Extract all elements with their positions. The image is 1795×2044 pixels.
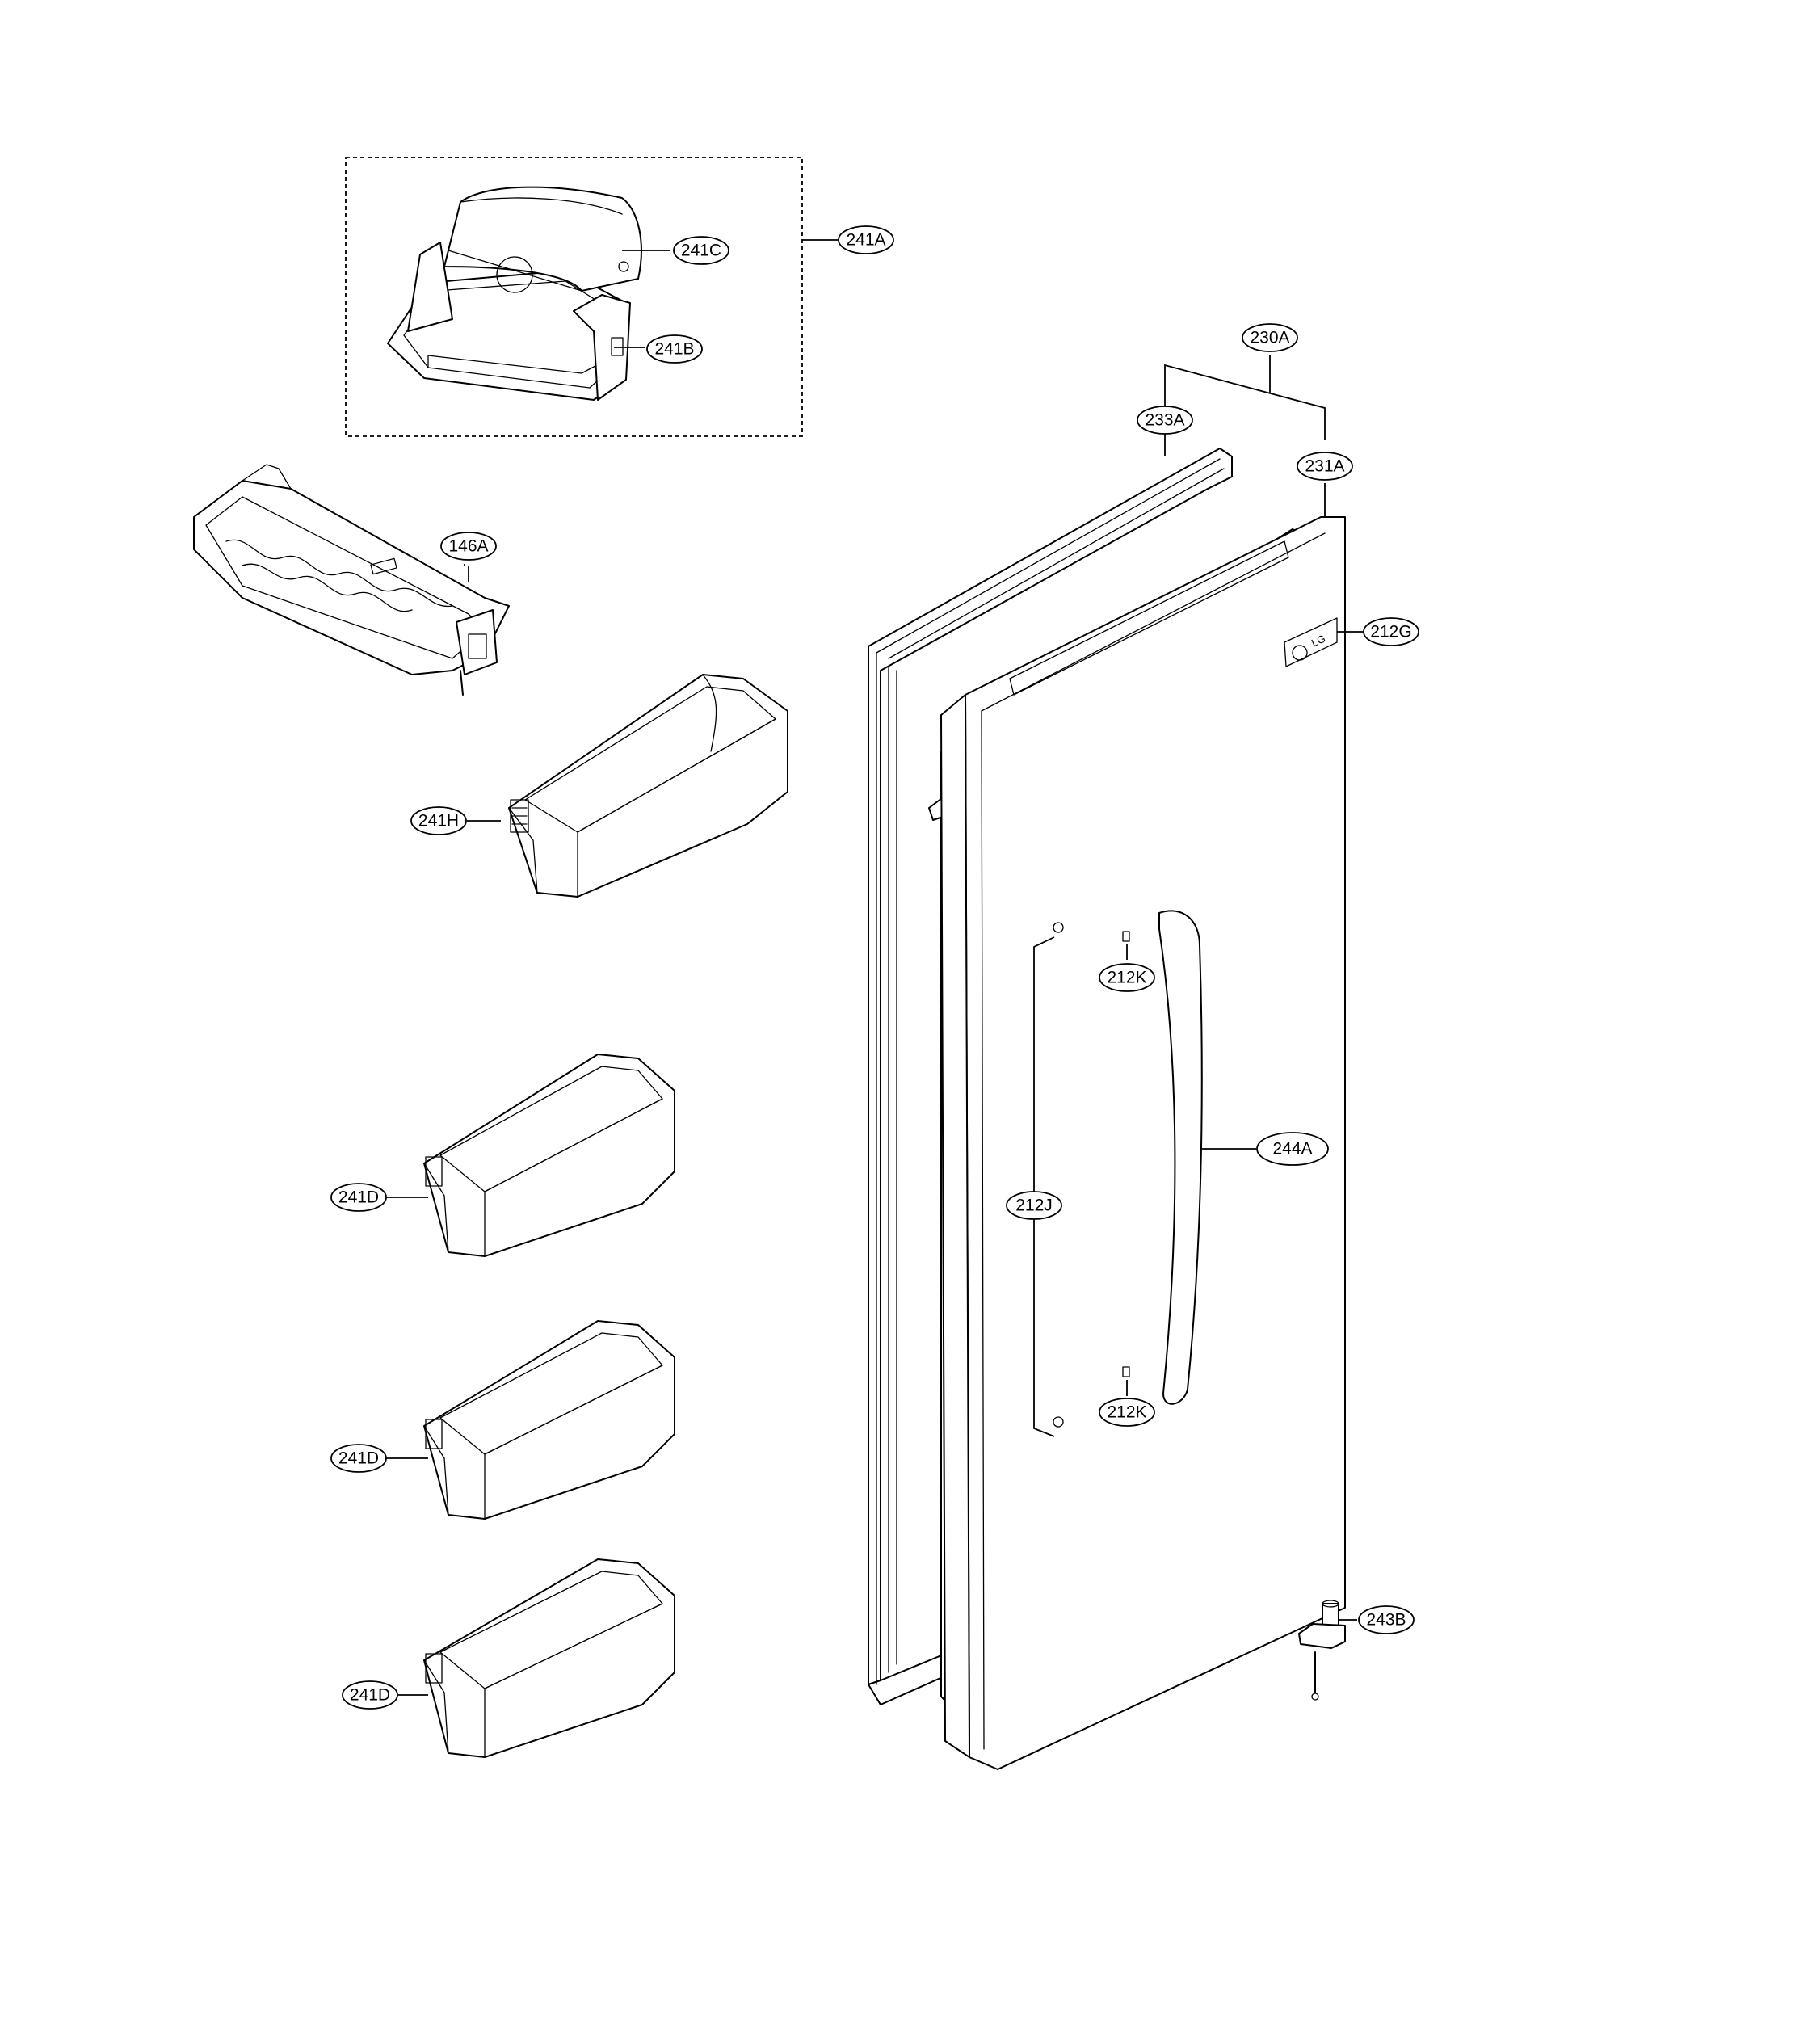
part-241A-bin	[387, 186, 642, 401]
callout-212K-top: 212K	[1099, 963, 1155, 992]
callout-241H-text: 241H	[418, 812, 459, 831]
callout-241A: 241A	[838, 225, 894, 254]
callout-244A-text: 244A	[1272, 1140, 1312, 1159]
part-243B-hinge	[1298, 1600, 1346, 1701]
part-233A-gasket	[868, 448, 1233, 1705]
callout-244A: 244A	[1256, 1132, 1329, 1166]
callout-243B: 243B	[1358, 1605, 1415, 1634]
callout-233A: 233A	[1137, 406, 1193, 435]
callout-212G: 212G	[1363, 617, 1419, 646]
callout-146A-text: 146A	[448, 537, 488, 556]
callout-233A-text: 233A	[1145, 411, 1184, 430]
callout-241B-text: 241B	[654, 340, 694, 359]
callout-230A: 230A	[1242, 323, 1298, 352]
callout-212G-text: 212G	[1370, 623, 1411, 641]
callout-231A: 231A	[1297, 452, 1353, 481]
callout-241B: 241B	[646, 334, 703, 364]
part-241H-bin	[508, 674, 788, 898]
callout-241D-3: 241D	[342, 1680, 398, 1710]
part-241D-bin-3	[423, 1558, 675, 1758]
callout-212J: 212J	[1006, 1191, 1062, 1220]
part-241D-bin-1	[423, 1054, 675, 1257]
assembly-241A-box	[345, 157, 803, 437]
callout-231A-text: 231A	[1305, 457, 1344, 476]
part-146A-tray	[193, 464, 510, 696]
callout-212J-text: 212J	[1015, 1197, 1053, 1215]
callout-241D-2-text: 241D	[338, 1449, 379, 1468]
callout-212K-bottom: 212K	[1099, 1398, 1155, 1427]
callout-241D-1-text: 241D	[338, 1188, 379, 1207]
callout-241D-1: 241D	[330, 1183, 387, 1212]
callout-241D-2: 241D	[330, 1444, 387, 1473]
callout-241A-text: 241A	[846, 231, 885, 250]
callout-241D-3-text: 241D	[350, 1686, 390, 1705]
callout-241C: 241C	[673, 236, 729, 265]
callout-243B-text: 243B	[1366, 1611, 1406, 1630]
lg-logo-text: LG	[1309, 633, 1327, 650]
callout-212K-top-text: 212K	[1107, 969, 1146, 987]
part-241D-bin-2	[423, 1320, 675, 1520]
callout-146A: 146A	[440, 532, 497, 561]
callout-212K-bottom-text: 212K	[1107, 1403, 1146, 1422]
callout-241C-text: 241C	[681, 242, 721, 260]
part-231A-door: LG	[928, 516, 1346, 1770]
callout-230A-text: 230A	[1250, 329, 1289, 347]
callout-241H: 241H	[410, 806, 467, 835]
